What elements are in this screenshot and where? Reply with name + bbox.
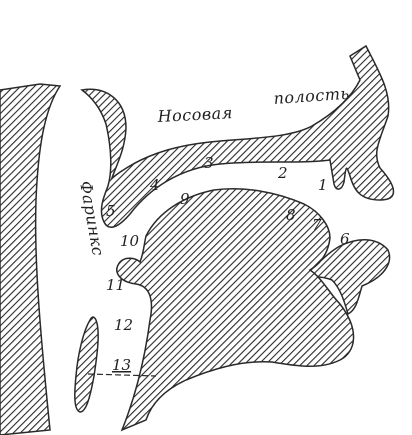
label-13: 13: [112, 356, 131, 374]
label-2: 2: [277, 164, 288, 182]
nasal-cavity-label-1: Носовая: [156, 103, 233, 126]
label-8: 8: [286, 206, 296, 224]
label-6: 6: [340, 230, 350, 248]
label-3: 3: [204, 154, 214, 172]
label-12: 12: [114, 316, 133, 334]
label-1: 1: [318, 176, 328, 194]
label-7: 7: [312, 216, 322, 234]
pharynx-back-wall: [0, 84, 60, 435]
label-10: 10: [120, 232, 140, 250]
label-9: 9: [180, 190, 190, 208]
nasal-cavity-label-2: полость: [273, 84, 350, 108]
label-5: 5: [106, 202, 116, 220]
epiglottis: [75, 317, 98, 412]
label-4: 4: [149, 176, 160, 194]
label-11: 11: [106, 276, 125, 294]
